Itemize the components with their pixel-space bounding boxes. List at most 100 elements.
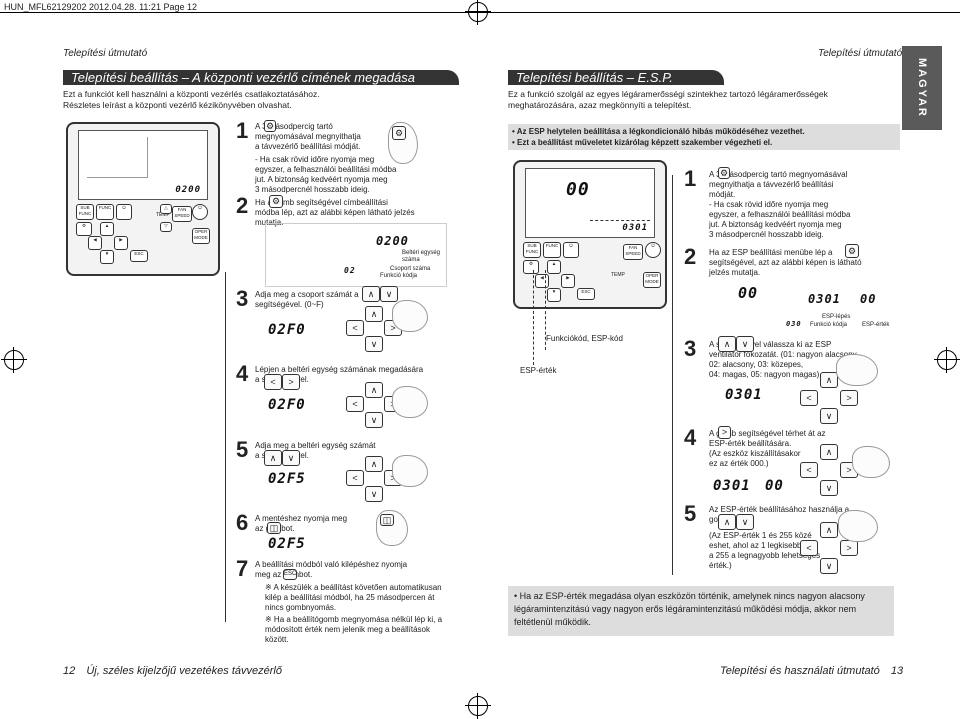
up-arrow-icon: ∧	[365, 456, 383, 472]
fan-speed-button[interactable]: FAN SPEED	[623, 244, 643, 260]
step-text-1-esp: A 3 másodpercig tartó megnyomásával megn…	[709, 170, 851, 239]
registration-mark-right	[934, 347, 960, 373]
step-text-2: Ha a gomb segítségével címbeállítási mód…	[255, 198, 415, 227]
left-footer: 12 Új, széles kijelzőjű vezetékes távvez…	[63, 665, 282, 677]
remote-lcd: 0200	[175, 185, 201, 195]
left-arrow-button[interactable]: ◀	[88, 236, 102, 250]
power-button[interactable]: ⏻	[563, 242, 579, 258]
page-number-left: 12	[63, 665, 76, 677]
step-text-1: A 3 másodpercig tartó megnyomásával megn…	[255, 122, 397, 194]
lcd-small-step-2: 02	[344, 266, 356, 275]
step-number-1: 1	[236, 118, 249, 143]
label-funkcio-kodja: Funkció kódja	[380, 273, 418, 279]
down-arrow-button[interactable]: ▼	[100, 250, 114, 264]
remote-controller-esp: 00 0301 SUB FUNC FUNC ⏻ ⚙ ▲ ◀ ▶ ▼ ESC TE…	[513, 160, 667, 309]
up-arrow-icon: ∧	[718, 514, 736, 530]
left-arrow-icon: <	[800, 390, 818, 406]
down-arrow-icon: ∨	[820, 480, 838, 496]
note-2: ※ Ha a beállítógomb megnyomása nélkül lé…	[265, 615, 443, 644]
step-number-3: 3	[236, 286, 249, 311]
left-intro-line-2: Részletes leírást a központi vezérlő kéz…	[63, 100, 292, 110]
step-text-2-esp: Ha az ESP beállítási menübe lép a segíts…	[709, 248, 862, 277]
up-arrow-icon: ∧	[820, 522, 838, 538]
power-button[interactable]: ⏻	[116, 204, 132, 220]
on-off-button[interactable]: ⏻	[192, 204, 208, 220]
hand-press-icon	[836, 354, 878, 386]
up-arrow-button[interactable]: ▲	[547, 260, 561, 274]
hand-press-icon	[392, 300, 428, 332]
label-func-code: Funkciókód, ESP-kód	[546, 334, 623, 343]
step-text-4-esp: A gomb segítségével térhet át az ESP-ért…	[709, 429, 826, 468]
lcd-illustration-step-2-esp: 00 0301 00 030 ESP-lépés Funkció kódja E…	[712, 282, 892, 334]
down-arrow-icon: ∨	[365, 336, 383, 352]
lcd-esp-c: 00	[860, 292, 877, 306]
warning-1: • Az ESP helytelen beállítása a légkondi…	[512, 127, 805, 136]
label-esp-value: ESP-érték	[520, 366, 557, 375]
left-running-head: Telepítési útmutató	[63, 48, 148, 59]
up-arrow-icon: ∧	[365, 306, 383, 322]
print-header: HUN_MFL62129202 2012.04.28. 11:21 Page 1…	[4, 2, 197, 12]
right-footer-text: Telepítési és használati útmutató	[720, 665, 880, 677]
lcd-main-step-2: 0200	[376, 234, 409, 248]
right-arrow-button[interactable]: ▶	[561, 274, 575, 288]
fan-speed-button[interactable]: FAN SPEED	[172, 206, 192, 222]
oper-mode-button[interactable]: OPER MODE	[192, 228, 210, 244]
registration-mark-left	[1, 347, 27, 373]
step-number-2: 2	[236, 193, 249, 218]
sub-func-button[interactable]: SUB FUNC	[76, 204, 94, 220]
lcd-illustration-step-2: 0200 02 Beltéri egység száma Csoport szá…	[265, 223, 447, 287]
label-esp-ertek: ESP-érték	[862, 322, 890, 328]
up-arrow-icon: ∧	[718, 336, 736, 352]
up-arrow-button[interactable]: ▲	[100, 222, 114, 236]
up-arrow-icon: ∧	[820, 372, 838, 388]
up-arrow-icon: ∧	[362, 286, 380, 302]
temp-down-button[interactable]: ▽	[160, 222, 172, 232]
settings-button[interactable]: ⚙	[76, 222, 92, 236]
hand-press-icon	[838, 510, 878, 542]
remote-lcd-big: 00	[566, 179, 590, 200]
registration-mark-bottom	[465, 693, 491, 719]
label-beltéri-egyseg: Beltéri egység száma	[402, 250, 441, 263]
note-1: ※ A készülék a beállítást követően autom…	[265, 583, 442, 612]
label-csoport-szama: Csoport száma	[390, 266, 431, 272]
left-notes: ※ A készülék a beállítást követően autom…	[255, 583, 455, 645]
label-funkcio-kodja: Funkció kódja	[810, 322, 848, 328]
oper-mode-button[interactable]: OPER MODE	[643, 272, 661, 288]
temp-up-button[interactable]: △	[160, 204, 172, 214]
settings-icon: ⚙	[845, 244, 859, 258]
set-button-icon: ◫	[267, 522, 281, 534]
esc-icon: ESC	[283, 569, 297, 580]
down-arrow-icon: ∨	[736, 514, 754, 530]
lcd-step-5: 02F5	[268, 471, 306, 487]
esc-button[interactable]: ESC	[130, 250, 148, 262]
right-arrow-icon: >	[282, 374, 300, 390]
esc-button[interactable]: ESC	[577, 288, 595, 300]
lcd-step-4: 02F0	[268, 397, 306, 413]
right-arrow-icon: >	[718, 426, 731, 439]
func-button[interactable]: FUNC	[543, 242, 561, 258]
down-arrow-icon: ∨	[820, 558, 838, 574]
hand-press-icon	[392, 386, 428, 418]
remote-screen: 0200	[78, 130, 208, 200]
page-number-right: 13	[890, 665, 904, 677]
step-number-3-esp: 3	[684, 336, 697, 361]
remote-screen-esp: 00 0301	[525, 168, 655, 238]
down-arrow-icon: ∨	[736, 336, 754, 352]
right-arrow-button[interactable]: ▶	[114, 236, 128, 250]
step-number-1-esp: 1	[684, 166, 697, 191]
lcd-esp-small: 030	[786, 320, 802, 328]
sub-func-button[interactable]: SUB FUNC	[523, 242, 541, 258]
remote-lcd-small: 0301	[622, 223, 648, 233]
step-number-4: 4	[236, 361, 249, 386]
temp-label: TEMP	[156, 212, 170, 218]
down-arrow-button[interactable]: ▼	[547, 288, 561, 302]
up-arrow-icon: ∧	[264, 450, 282, 466]
on-off-button[interactable]: ⏻	[645, 242, 661, 258]
settings-icon: ⚙	[718, 167, 730, 179]
up-arrow-icon: ∧	[820, 444, 838, 460]
settings-button[interactable]: ⚙	[523, 260, 539, 274]
left-arrow-button[interactable]: ◀	[535, 274, 549, 288]
step-number-6: 6	[236, 510, 249, 535]
right-footer: Telepítési és használati útmutató 13	[720, 665, 903, 677]
func-button[interactable]: FUNC	[96, 204, 114, 220]
